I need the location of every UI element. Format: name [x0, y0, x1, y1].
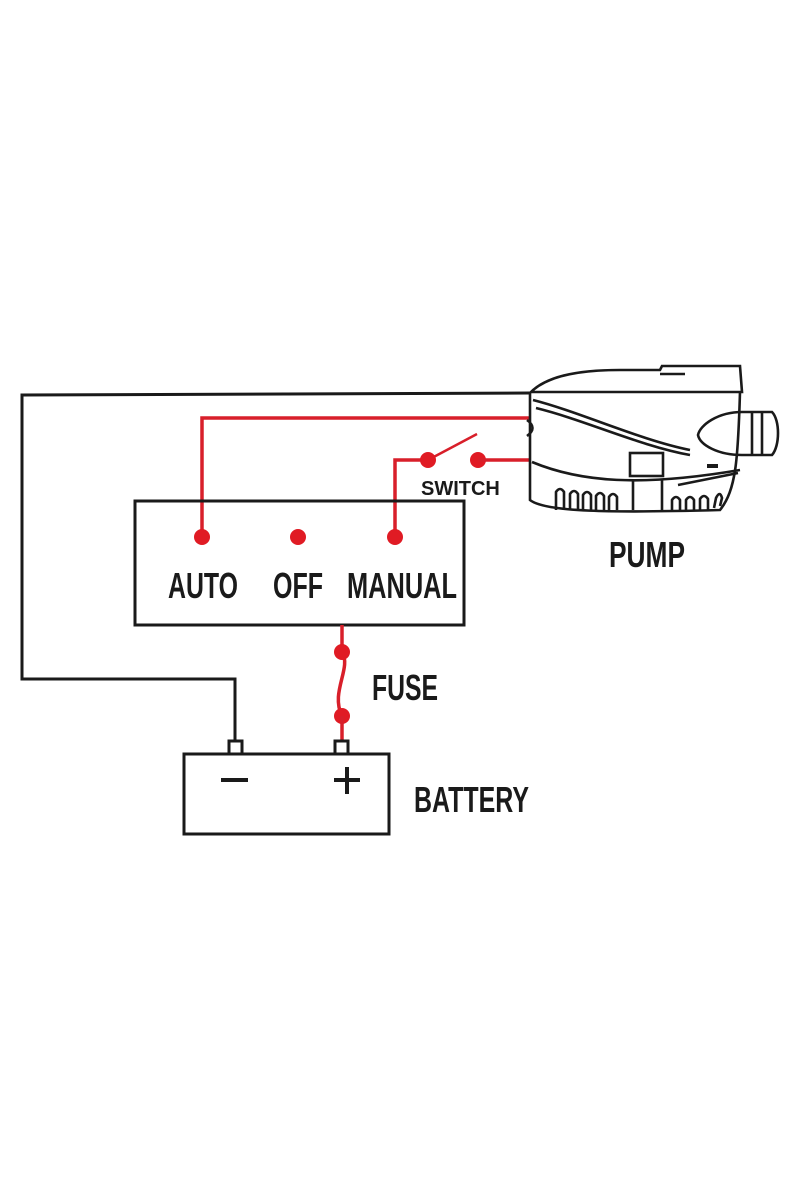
auto-wire — [200, 416, 530, 537]
off-terminal — [290, 529, 306, 545]
switch-terminal-left — [420, 452, 436, 468]
manual-terminal — [387, 529, 403, 545]
auto-terminal — [194, 529, 210, 545]
negative-wire — [20, 391, 531, 742]
battery-positive-post — [333, 739, 350, 756]
auto-label: AUTO — [168, 565, 238, 606]
fuse-element — [336, 651, 347, 717]
fuse-terminal-top — [334, 644, 350, 660]
switch-blade — [427, 432, 478, 462]
switch-label: SWITCH — [421, 478, 500, 500]
off-label: OFF — [273, 565, 323, 606]
battery — [182, 752, 391, 836]
battery-label: BATTERY — [414, 779, 529, 820]
manual-label: MANUAL — [347, 565, 457, 606]
control-panel — [133, 499, 466, 627]
pump-icon — [526, 364, 780, 513]
manual-wire — [393, 458, 428, 537]
battery-positive-sign — [334, 767, 360, 794]
battery-negative-post — [227, 739, 244, 756]
fuse-label: FUSE — [372, 667, 438, 708]
pump-label: PUMP — [609, 534, 685, 575]
